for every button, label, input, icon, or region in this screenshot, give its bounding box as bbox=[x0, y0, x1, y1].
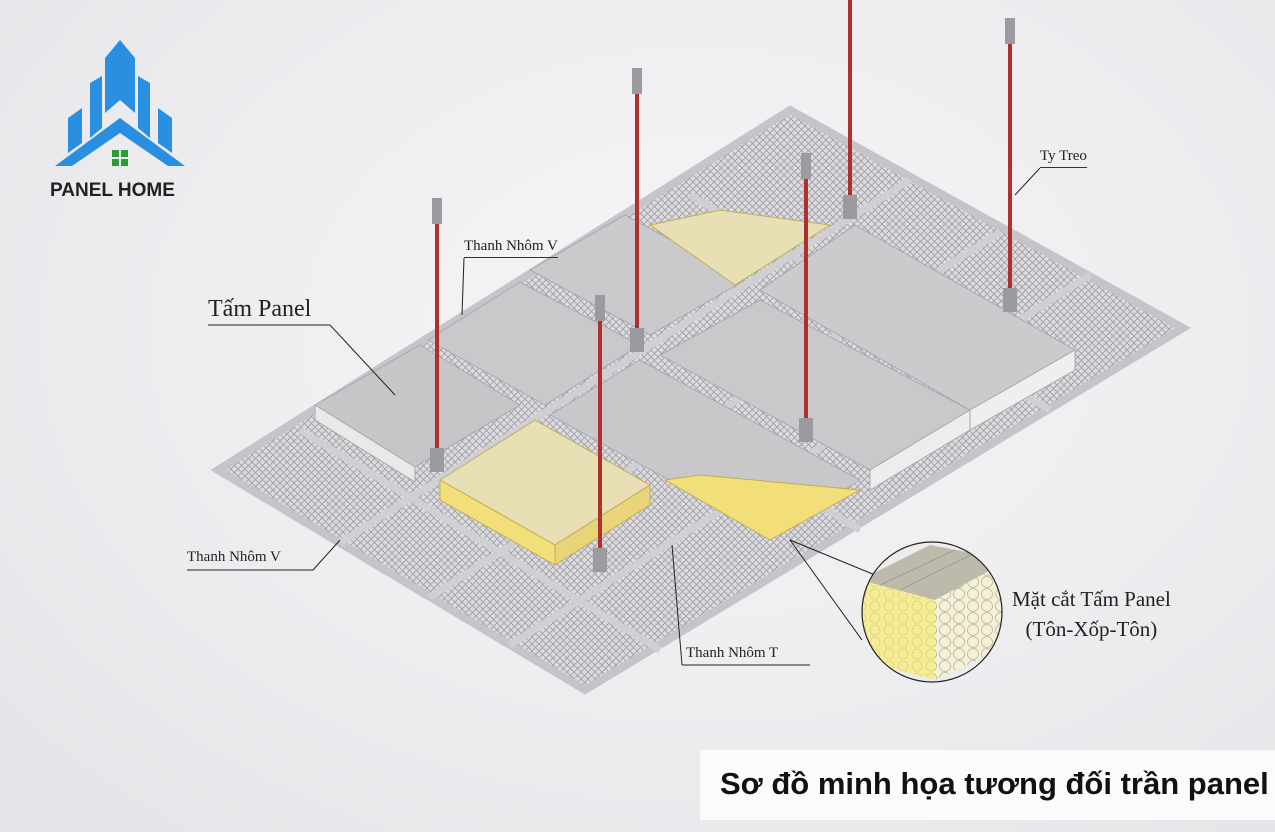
panel-home-logo bbox=[50, 38, 190, 208]
caption-banner: Sơ đồ minh họa tương đối trần panel bbox=[700, 750, 1275, 820]
logo-text: PANEL HOME bbox=[50, 180, 175, 201]
diagram-title: Sơ đồ minh họa tương đối trần panel bbox=[720, 766, 1269, 801]
cross-section-layers: (Tôn-Xốp-Tôn) bbox=[1025, 617, 1158, 641]
hanging-rods bbox=[430, 0, 1017, 572]
building-icon bbox=[55, 40, 185, 166]
label-thanh-nhom-v-left: Thanh Nhôm V bbox=[187, 549, 281, 565]
label-tam-panel: Tấm Panel bbox=[208, 296, 312, 322]
foam-panels bbox=[439, 209, 862, 566]
label-thanh-nhom-t: Thanh Nhôm T bbox=[686, 645, 779, 661]
gray-panels bbox=[314, 214, 1077, 536]
leader-lines bbox=[187, 167, 1041, 666]
cross-section-magnifier bbox=[861, 541, 1003, 683]
label-ty-treo: Ty Treo bbox=[1040, 148, 1087, 168]
label-thanh-nhom-v-top: Thanh Nhôm V bbox=[464, 238, 558, 258]
cross-section-title: Mặt cắt Tấm Panel bbox=[1012, 587, 1171, 611]
label-cross-section: Mặt cắt Tấm Panel (Tôn-Xốp-Tôn) bbox=[1012, 584, 1171, 644]
